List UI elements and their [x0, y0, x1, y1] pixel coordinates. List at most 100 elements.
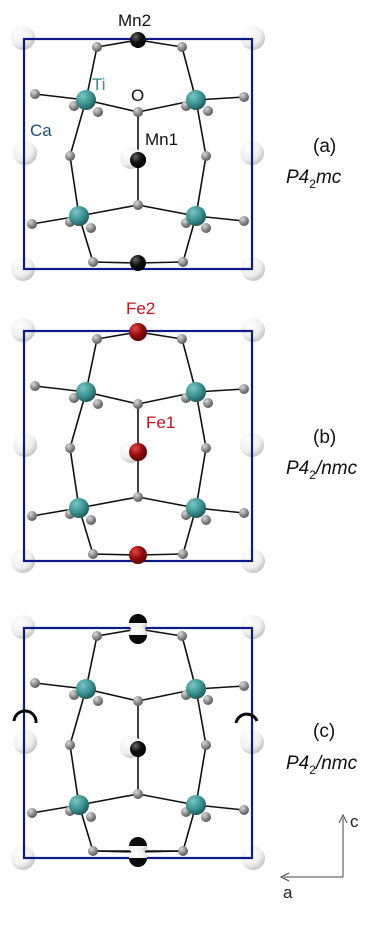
- o-atom: [239, 681, 249, 691]
- label-fe2: Fe2: [126, 299, 155, 318]
- o-atom: [92, 334, 102, 344]
- o-atom: [93, 399, 103, 409]
- ti-atom: [76, 382, 96, 402]
- o-atom: [203, 106, 213, 116]
- o-atom: [239, 384, 249, 394]
- o-atom: [133, 107, 143, 117]
- o-atom: [201, 515, 211, 525]
- bond: [78, 496, 139, 509]
- panel-c-space-group: P42/nmc: [286, 753, 358, 777]
- o-atom: [27, 511, 37, 521]
- bond: [69, 744, 80, 806]
- label-o: O: [131, 86, 144, 105]
- o-atom: [201, 151, 211, 161]
- mn-atom: [130, 152, 146, 168]
- label-ti: Ti: [92, 75, 106, 94]
- mn-atom: [129, 614, 147, 623]
- o-atom: [88, 257, 98, 267]
- bond: [195, 155, 207, 217]
- axes-indicator: c a: [279, 812, 359, 902]
- panel-b-space-group: P42/nmc: [286, 458, 358, 482]
- label-ca: Ca: [30, 121, 52, 140]
- ti-atom: [186, 206, 206, 226]
- mn-atom: [129, 635, 147, 644]
- panel-c-letter: (c): [313, 721, 335, 742]
- o-atom: [86, 223, 96, 233]
- mn-atom: [12, 709, 38, 724]
- o-atom: [201, 812, 211, 822]
- o-atom: [88, 846, 98, 856]
- o-atom: [88, 549, 98, 559]
- o-atom: [30, 678, 40, 688]
- o-atom: [27, 808, 37, 818]
- ti-atom: [186, 679, 206, 699]
- o-atom: [69, 101, 79, 111]
- label-mn1: Mn1: [145, 130, 178, 149]
- fe-atom: [129, 323, 147, 341]
- o-atom: [177, 631, 187, 641]
- o-atom: [239, 216, 249, 226]
- o-atom: [92, 42, 102, 52]
- ti-atom: [76, 679, 96, 699]
- o-atom: [239, 508, 249, 518]
- o-atom: [201, 443, 211, 453]
- o-atom: [65, 443, 75, 453]
- bond: [78, 204, 139, 217]
- o-atom: [178, 549, 188, 559]
- o-atom: [178, 257, 188, 267]
- label-mn2: Mn2: [118, 11, 151, 30]
- o-atom: [27, 219, 37, 229]
- o-atom: [178, 846, 188, 856]
- a-axis-label: a: [283, 883, 293, 902]
- o-atom: [65, 740, 75, 750]
- o-atom: [133, 200, 143, 210]
- mn-atom: [130, 255, 146, 271]
- bond: [195, 744, 207, 806]
- o-atom: [201, 223, 211, 233]
- mn-atom: [130, 741, 146, 757]
- o-atom: [177, 42, 187, 52]
- panel-a-letter: (a): [313, 136, 336, 157]
- a-axis-arrow-head: [279, 872, 290, 882]
- o-atom: [203, 398, 213, 408]
- o-atom: [30, 89, 40, 99]
- c-axis-label: c: [350, 812, 359, 831]
- ti-atom: [186, 90, 206, 110]
- bond: [69, 447, 80, 509]
- o-atom: [177, 334, 187, 344]
- mn-atom: [129, 858, 147, 867]
- mn-atom: [130, 32, 146, 48]
- o-atom: [86, 515, 96, 525]
- ti-atom: [69, 206, 89, 226]
- o-atom: [69, 393, 79, 403]
- o-atom: [133, 789, 143, 799]
- o-atom: [93, 696, 103, 706]
- c-axis-arrow-head: [338, 813, 348, 824]
- ti-atom: [76, 90, 96, 110]
- panel-a-space-group: P42mc: [286, 167, 342, 191]
- fe-atom: [129, 443, 147, 461]
- o-atom: [30, 381, 40, 391]
- o-atom: [239, 92, 249, 102]
- fe-atom: [129, 546, 147, 564]
- ti-atom: [186, 498, 206, 518]
- o-atom: [86, 812, 96, 822]
- panel-b-letter: (b): [313, 427, 336, 448]
- bond: [195, 447, 207, 509]
- ti-atom: [186, 382, 206, 402]
- bond: [78, 793, 139, 806]
- ti-atom: [69, 498, 89, 518]
- o-atom: [239, 805, 249, 815]
- structure-panel-c: [11, 614, 265, 870]
- o-atom: [92, 631, 102, 641]
- o-atom: [133, 696, 143, 706]
- o-atom: [133, 492, 143, 502]
- bond: [69, 155, 80, 217]
- o-atom: [203, 695, 213, 705]
- ti-atom: [186, 795, 206, 815]
- mn-atom: [129, 837, 147, 846]
- ti-atom: [69, 795, 89, 815]
- mn-atom: [234, 712, 259, 724]
- o-atom: [201, 740, 211, 750]
